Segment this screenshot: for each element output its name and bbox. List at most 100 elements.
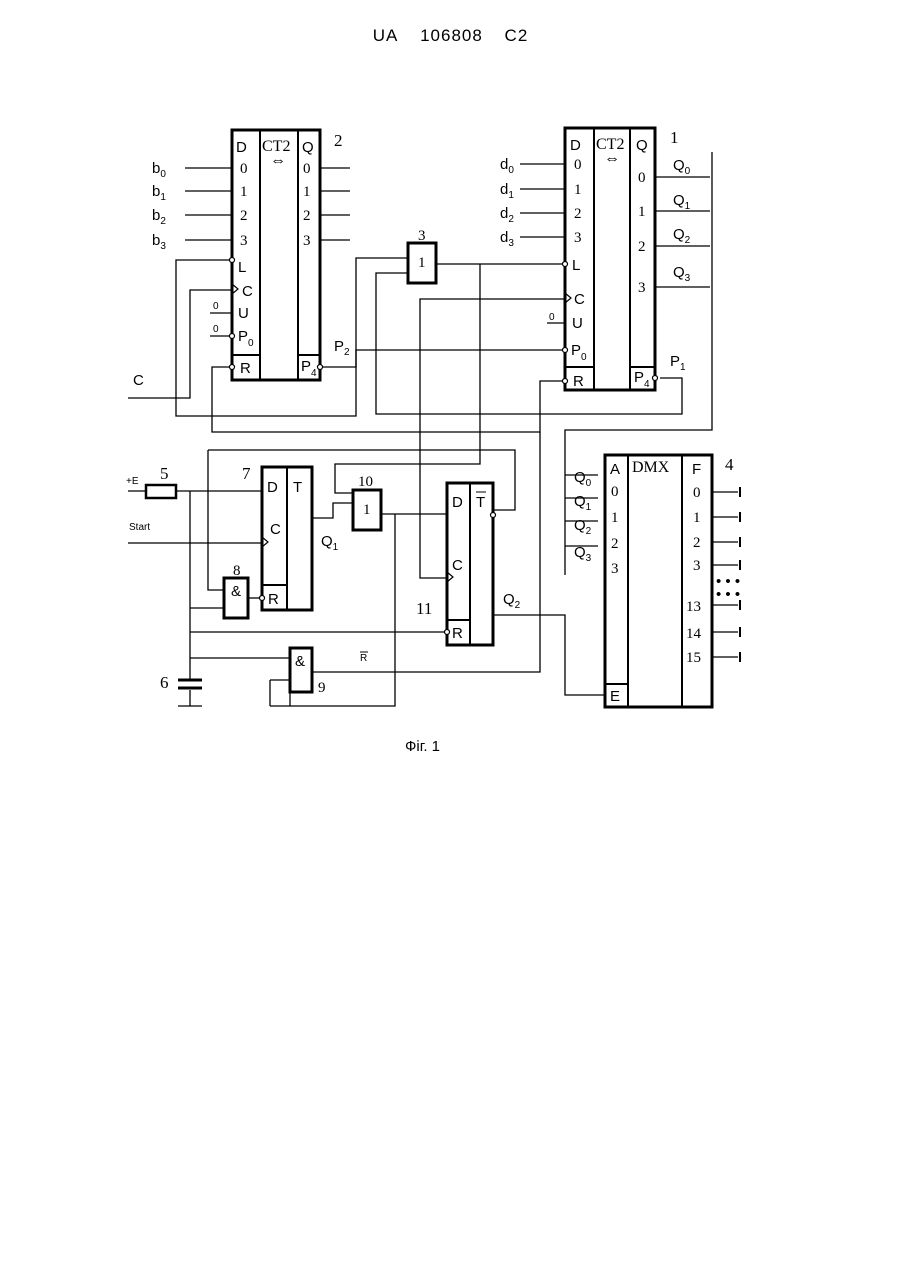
dmx-4-type: DMX (632, 459, 670, 476)
counter-1-direction-icon: ⇔ (604, 150, 620, 167)
counter-2-q-pin: 1 (303, 184, 311, 200)
counter-2-p4-pin: P4 (301, 358, 317, 379)
component-shapes (146, 128, 712, 707)
gate-3-ref: 3 (418, 228, 426, 244)
counter-2-u-pin: U (238, 305, 249, 322)
dmx-4-ellipsis: • • • (716, 586, 740, 603)
and-9-symbol: & (295, 653, 305, 670)
dmx-input-q0: Q0 (574, 469, 592, 489)
signal-b3: b3 (152, 232, 166, 252)
counter-1-q-label: Q (636, 137, 648, 154)
gate-10-ref: 10 (358, 474, 373, 490)
signal-r-bar: R (360, 653, 367, 664)
dmx-input-q1: Q1 (574, 493, 592, 513)
figure-caption: Фіг. 1 (0, 738, 845, 755)
counter-1-p4-pin: P4 (634, 369, 650, 390)
dmx-4-input-pin: 2 (611, 536, 619, 552)
dmx-4-output-pin: 14 (686, 626, 702, 642)
dmx-4-output-pin: 1 (693, 510, 701, 526)
resistor-5-ref: 5 (160, 464, 169, 483)
counter-1-r-pin: R (573, 373, 584, 390)
gate-3-symbol: 1 (418, 255, 426, 271)
counter-2-direction-icon: ⇔ (270, 152, 286, 169)
counter-2-d-label: D (236, 139, 247, 156)
dmx-4-a-label: A (610, 461, 620, 478)
counter-1-u-pin: U (572, 315, 583, 332)
signal-d1: d1 (500, 181, 514, 201)
counter-2-d-pin: 1 (240, 184, 248, 200)
signal-b1: b1 (152, 183, 166, 203)
signal-q2-trigger: Q2 (503, 591, 521, 611)
dmx-4-input-pin: 1 (611, 510, 619, 526)
counter-1-l-pin: L (572, 257, 580, 274)
signal-q2: Q2 (673, 226, 691, 246)
dmx-4-output-pin: 3 (693, 558, 701, 574)
trigger-7-c-pin: C (270, 521, 281, 538)
signal-b0: b0 (152, 160, 166, 180)
trigger-11-d-pin: D (452, 494, 463, 511)
circuit-diagram: D C T 2 ⇔ Q 2 0 1 2 3 0 1 2 3 L C U P0 R P… (0, 0, 901, 760)
d-inputs: d0 d1 d2 d3 (500, 156, 514, 249)
counter-1-q-pin: 1 (638, 204, 646, 220)
zero-label: 0 (213, 324, 219, 335)
signal-d3: d3 (500, 229, 514, 249)
counter-1-p0-pin: P0 (571, 342, 587, 363)
counter-1-q-pin: 0 (638, 170, 646, 186)
signal-p2: P2 (334, 338, 350, 358)
gate-10-symbol: 1 (363, 502, 371, 518)
and-8-ref: 8 (233, 563, 241, 579)
signal-q1-trigger: Q1 (321, 533, 339, 553)
counter-2-r-pin: R (240, 360, 251, 377)
dmx-4-f-label: F (692, 461, 701, 478)
signal-start: Start (129, 522, 150, 533)
and-9-ref: 9 (318, 680, 326, 696)
zero-label: 0 (213, 301, 219, 312)
trigger-7-t-pin: T (293, 479, 302, 496)
and-8-symbol: & (231, 583, 241, 600)
trigger-7-d-pin: D (267, 479, 278, 496)
counter-2-q-pin: 2 (303, 208, 311, 224)
signal-q1: Q1 (673, 192, 691, 212)
counter-2-q-pin: 3 (303, 233, 311, 249)
supply-label: +E (126, 476, 139, 487)
counter-1-labels: D CT2 ⇔ Q 1 0 1 2 3 0 1 2 3 L C U P0 R P… (570, 128, 679, 390)
wires (128, 152, 738, 706)
signal-clock: C (133, 372, 144, 389)
dmx-4-input-pin: 0 (611, 484, 619, 500)
trigger-7-r-pin: R (268, 591, 279, 608)
counter-1-q-pin: 2 (638, 239, 646, 255)
signal-b2: b2 (152, 207, 166, 227)
dmx-4-input-pin: 3 (611, 561, 619, 577)
dmx-input-q3: Q3 (574, 544, 592, 564)
trigger-11-r-pin: R (452, 625, 463, 642)
dmx-4-output-pin: 15 (686, 650, 701, 666)
b-inputs: b0 b1 b2 b3 (152, 160, 166, 252)
counter-1-d-label: D (570, 137, 581, 154)
dmx-4-output-pin: 2 (693, 535, 701, 551)
signal-d0: d0 (500, 156, 514, 176)
counter-1-d-pin: 0 (574, 157, 582, 173)
counter-1-d-pin: 1 (574, 182, 582, 198)
dmx-4-output-pin: 13 (686, 599, 701, 615)
dmx-input-q2: Q2 (574, 517, 592, 537)
q-outputs: Q0 Q1 Q2 Q3 (673, 157, 691, 284)
capacitor-6-ref: 6 (160, 673, 169, 692)
zero-label: 0 (549, 312, 555, 323)
counter-1-d-pin: 2 (574, 206, 582, 222)
counter-1-d-pin: 3 (574, 230, 582, 246)
counter-2-l-pin: L (238, 259, 246, 276)
dmx-4-e-pin: E (610, 688, 620, 705)
counter-2-c-pin: C (242, 283, 253, 300)
dmx-4-ref: 4 (725, 455, 734, 474)
trigger-7-ref: 7 (242, 464, 251, 483)
trigger-11-c-pin: C (452, 557, 463, 574)
trigger-11-t-pin: T (476, 494, 485, 511)
signal-d2: d2 (500, 205, 514, 225)
dmx-4-output-pin: 0 (693, 485, 701, 501)
signal-q0: Q0 (673, 157, 691, 177)
counter-2-q-pin: 0 (303, 161, 311, 177)
signal-q3: Q3 (673, 264, 691, 284)
counter-1-c-pin: C (574, 291, 585, 308)
signal-p1: P1 (670, 353, 686, 373)
counter-2-d-pin: 3 (240, 233, 248, 249)
